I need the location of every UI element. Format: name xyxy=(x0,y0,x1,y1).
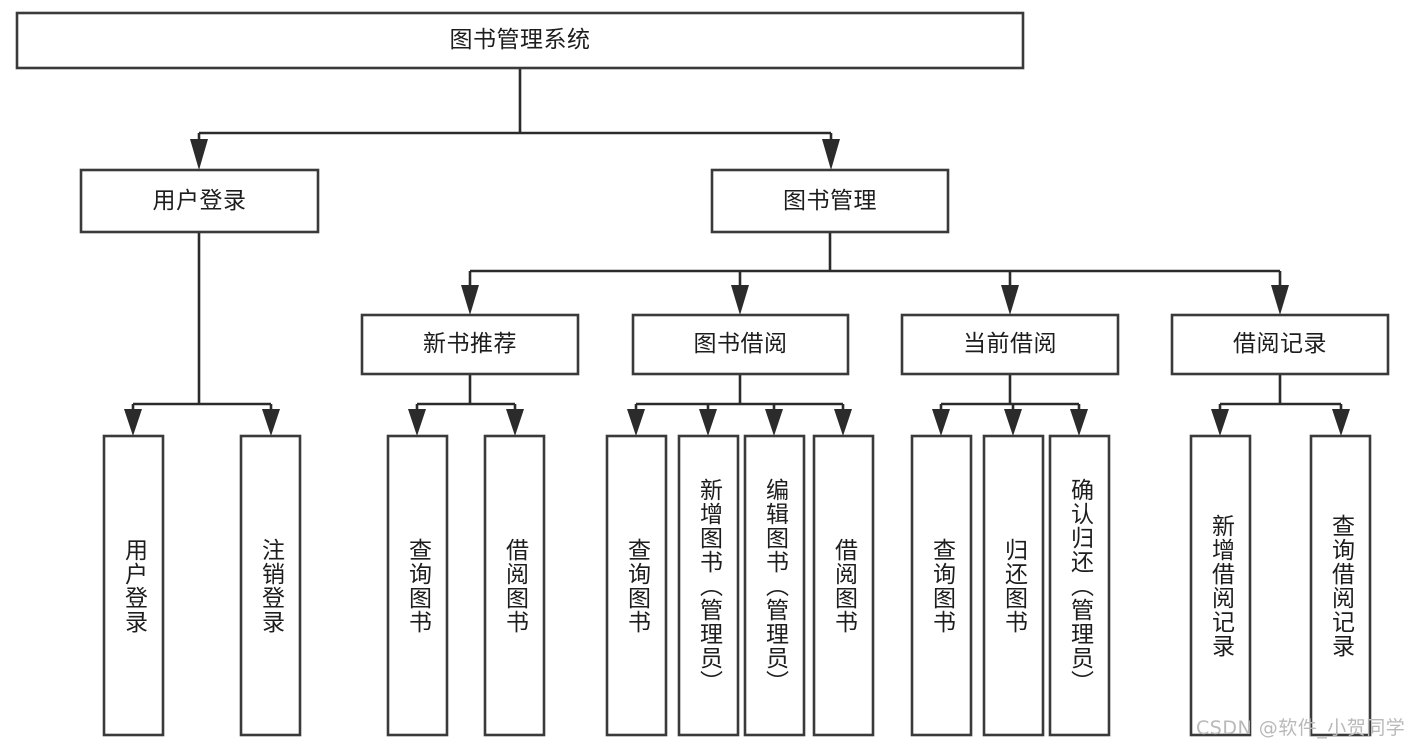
arrowhead-leaf-user-logout xyxy=(262,409,280,436)
arrowhead-current-borrow xyxy=(1001,285,1019,315)
connector-group-root xyxy=(190,68,840,170)
arrowhead-user-login xyxy=(190,139,208,170)
node-leaf-add-record-rect[interactable] xyxy=(1189,434,1252,737)
node-leaf-query-record-rect[interactable] xyxy=(1309,434,1372,737)
node-new-book-rec-rect[interactable] xyxy=(360,313,580,376)
node-leaf-return-book-rect[interactable] xyxy=(982,434,1045,737)
arrowhead-book-manage xyxy=(822,139,840,170)
node-borrow-record-rect[interactable] xyxy=(1170,313,1390,376)
node-leaf-borrow-book-rect[interactable] xyxy=(812,434,875,737)
node-leaf-add-book-rect[interactable] xyxy=(677,434,740,737)
arrowhead-leaf-query-record xyxy=(1332,409,1350,436)
connector-group-new-book-rec xyxy=(408,374,524,436)
node-book-borrow-rect[interactable] xyxy=(631,313,850,376)
arrowhead-leaf-edit-book xyxy=(765,409,783,436)
node-leaf-user-logout-rect[interactable] xyxy=(239,434,302,737)
arrowhead-leaf-user-login xyxy=(124,409,142,436)
arrowhead-leaf-borrow-book xyxy=(834,409,852,436)
arrowhead-new-book-rec xyxy=(461,285,479,315)
connector-group-user-login xyxy=(124,232,280,436)
arrowhead-leaf-add-record xyxy=(1211,409,1229,436)
node-book-manage-rect[interactable] xyxy=(710,168,950,234)
node-leaf-query-book-rec-rect[interactable] xyxy=(386,434,449,737)
node-leaf-user-login-rect[interactable] xyxy=(102,434,165,737)
arrowhead-leaf-query-book-borrow xyxy=(627,409,645,436)
connector-group-borrow-record xyxy=(1211,374,1350,436)
node-root-rect[interactable] xyxy=(15,11,1025,70)
connector-group-book-borrow xyxy=(627,374,852,436)
node-current-borrow-rect[interactable] xyxy=(900,313,1120,376)
arrowhead-leaf-borrow-book-rec xyxy=(506,409,524,436)
arrowhead-borrow-record xyxy=(1271,285,1289,315)
csdn-watermark: CSDN @软件_小贺同学 xyxy=(1196,717,1405,739)
node-leaf-edit-book-rect[interactable] xyxy=(743,434,806,737)
arrowhead-leaf-query-book-cur xyxy=(932,409,950,436)
arrowhead-book-borrow xyxy=(731,285,749,315)
node-leaf-confirm-return-rect[interactable] xyxy=(1048,434,1111,737)
arrowhead-leaf-confirm-return xyxy=(1070,409,1088,436)
connector-group-book-manage xyxy=(461,232,1289,315)
node-leaf-query-book-borrow-rect[interactable] xyxy=(605,434,668,737)
arrowhead-leaf-query-book-rec xyxy=(408,409,426,436)
arrowhead-leaf-return-book xyxy=(1004,409,1022,436)
node-leaf-borrow-book-rec-rect[interactable] xyxy=(483,434,546,737)
node-leaf-query-book-cur-rect[interactable] xyxy=(910,434,973,737)
node-user-login-rect[interactable] xyxy=(79,168,320,234)
arrowhead-leaf-add-book xyxy=(699,409,717,436)
connector-group-current-borrow xyxy=(932,374,1088,436)
